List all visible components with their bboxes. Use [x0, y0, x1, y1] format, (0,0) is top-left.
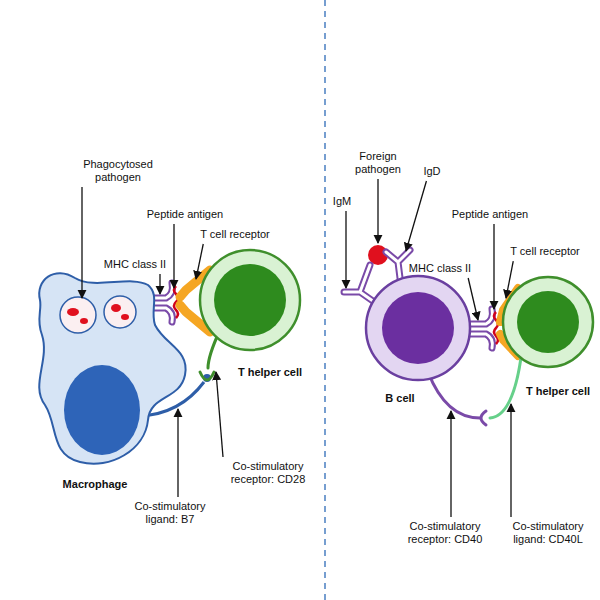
callout-label: Co-stimulatory ligand: B7 [125, 500, 215, 526]
panel-divider [324, 0, 326, 600]
callout-label: Co-stimulatory receptor: CD40 [399, 520, 491, 546]
callout-label: MHC class II [104, 258, 166, 271]
cell-outline [198, 248, 302, 352]
leader-line [177, 409, 178, 497]
callout-label: IgD [423, 165, 440, 178]
callout-label: Foreign pathogen [350, 150, 406, 176]
cell: T helper cell [501, 275, 595, 369]
cell-outline [364, 274, 472, 382]
callout-label: Peptide antigen [452, 208, 528, 221]
cell: B cell [364, 274, 472, 382]
callout-label: IgM [333, 195, 351, 208]
leader-line [196, 244, 203, 279]
cd40-receptor [428, 372, 486, 425]
leader-line [173, 224, 174, 288]
cell-label: T helper cell [238, 366, 302, 379]
cell-outline [501, 275, 595, 369]
nucleus [64, 365, 140, 455]
cell: Macrophage [30, 260, 195, 472]
leader-line [506, 261, 513, 298]
b-cell-body [366, 276, 470, 380]
pathogen-fragment [80, 318, 88, 324]
callout-label: MHC class II [409, 262, 471, 275]
pathogen-fragment [67, 308, 79, 316]
leader-line [468, 278, 478, 320]
leader-line [81, 187, 82, 298]
cd40l-ligand [490, 350, 522, 418]
cell-label: Macrophage [63, 478, 128, 491]
leader-line [510, 404, 511, 517]
leader-line [345, 211, 346, 288]
t-cell-body [200, 250, 300, 350]
macrophage-body [39, 273, 185, 464]
t-cell-body [503, 277, 593, 367]
pathogen-fragment [111, 304, 121, 312]
cell-outline [30, 260, 195, 472]
leader-line [406, 181, 426, 251]
cell-label: T helper cell [526, 385, 590, 398]
cell-label: B cell [385, 392, 414, 405]
phagosome [60, 297, 96, 333]
cell: T helper cell [198, 248, 302, 352]
leader-line [450, 411, 451, 517]
callout-label: Phagocytosed pathogen [78, 158, 158, 184]
leader-line [493, 224, 494, 309]
callout-label: T cell receptor [510, 245, 580, 258]
leader-line [216, 372, 223, 457]
callout-label: Co-stimulatory receptor: CD28 [220, 460, 316, 486]
nucleus [517, 291, 579, 353]
pathogen-fragment [121, 314, 129, 320]
leader-line [377, 179, 378, 243]
phagosome [104, 296, 136, 328]
nucleus [214, 264, 286, 336]
callout-label: Co-stimulatory ligand: CD40L [502, 520, 594, 546]
callout-label: T cell receptor [200, 228, 270, 241]
leader-line [159, 274, 160, 294]
nucleus [382, 292, 454, 364]
callout-label: Peptide antigen [147, 208, 223, 221]
